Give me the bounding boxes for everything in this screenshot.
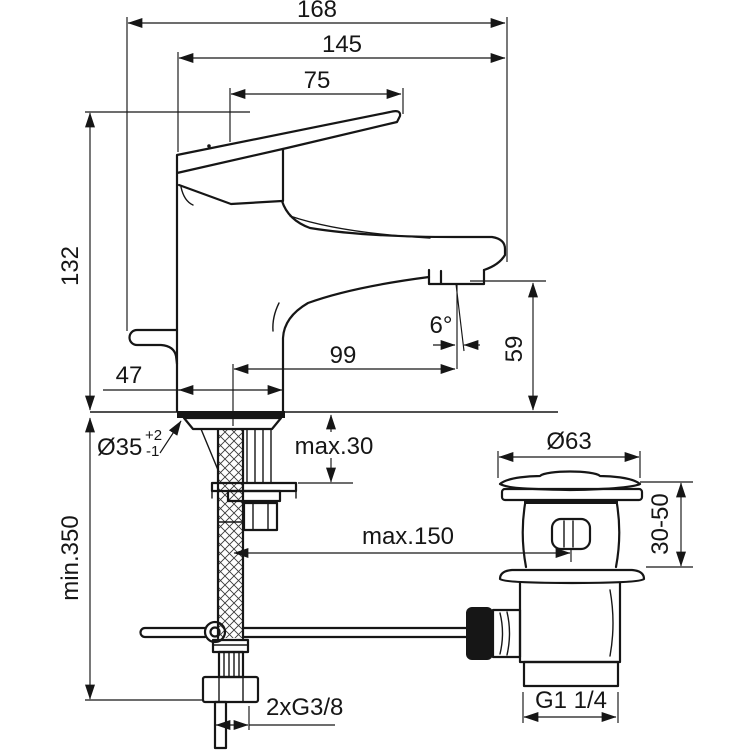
supply-assembly <box>139 416 468 750</box>
pull-rod-right <box>241 626 468 639</box>
braided-hose-fill <box>218 430 243 638</box>
base-gasket <box>177 411 285 418</box>
label-supply-thread: 2xG3/8 <box>266 694 343 721</box>
threaded-stud <box>246 428 272 483</box>
drain-lower-body <box>518 581 622 664</box>
control-hook <box>128 328 179 366</box>
mounting-nut <box>242 501 279 532</box>
mounting-washer-block <box>226 489 282 503</box>
body-front-arc <box>180 186 194 206</box>
pivot-joint-inner <box>209 626 221 638</box>
washer-tabs <box>211 490 297 499</box>
label-99: 99 <box>330 342 357 369</box>
faucet-body <box>128 110 507 418</box>
pull-rod-left <box>139 626 207 639</box>
handle-dot <box>207 144 211 148</box>
mounting-nut-facets <box>252 502 269 531</box>
drain-body-sides <box>521 502 621 569</box>
label-30-50: 30-50 <box>647 493 674 554</box>
rod-connector-arcs <box>499 611 511 656</box>
supply-nut-facets <box>218 676 244 703</box>
sleeve-ribs <box>223 651 240 678</box>
rod-knob <box>466 607 493 660</box>
mounting-flange <box>182 416 283 431</box>
spout-underside <box>281 275 431 413</box>
label-waste-thread: G1 1/4 <box>535 687 607 714</box>
drain-flange-seal <box>524 500 618 504</box>
label-hole-tol-plus: +2 <box>145 427 162 444</box>
drain-outlet-bars <box>563 520 574 548</box>
drain-lower-flange <box>498 568 646 585</box>
hole-leader <box>159 420 182 454</box>
spout-under-inner-curve <box>272 302 280 332</box>
spout-top-edge <box>280 199 507 272</box>
body-left-edge-and-handle-lever <box>175 110 402 413</box>
drain-outlet-hole <box>550 517 592 551</box>
label-47: 47 <box>116 362 143 389</box>
label-max150: max.150 <box>362 523 454 550</box>
extension-lines <box>85 17 693 730</box>
label-hole-tol-minus: -1 <box>146 443 159 460</box>
rod-connector <box>491 608 522 659</box>
label-145: 145 <box>322 31 362 58</box>
aerator <box>427 268 486 286</box>
dimension-lines <box>85 18 686 730</box>
supply-nut <box>201 675 260 704</box>
label-hole-diameter: Ø35 <box>97 434 142 461</box>
pivot-joint-outer <box>203 620 227 644</box>
shank-taper <box>200 428 219 471</box>
label-max30: max.30 <box>295 433 374 460</box>
braided-hose-edges <box>216 428 245 640</box>
label-max30-bg <box>292 432 376 458</box>
label-total-length: 168 <box>297 0 337 23</box>
label-min350: min.350 <box>57 515 84 600</box>
label-angle: 6° <box>430 312 453 339</box>
drain-assembly <box>466 470 646 688</box>
dimension-labels: 168 145 75 132 min.350 47 99 6° 59 Ø35 +… <box>57 0 674 721</box>
drain-cap <box>498 470 642 492</box>
drain-thread <box>522 660 620 688</box>
drain-body-arc <box>609 589 614 657</box>
spout-inner-line <box>289 215 431 239</box>
label-59: 59 <box>501 336 528 363</box>
handle-skirt-joint <box>177 183 284 206</box>
label-cap63: Ø63 <box>546 428 591 455</box>
label-75: 75 <box>304 67 331 94</box>
label-132: 132 <box>57 246 84 286</box>
